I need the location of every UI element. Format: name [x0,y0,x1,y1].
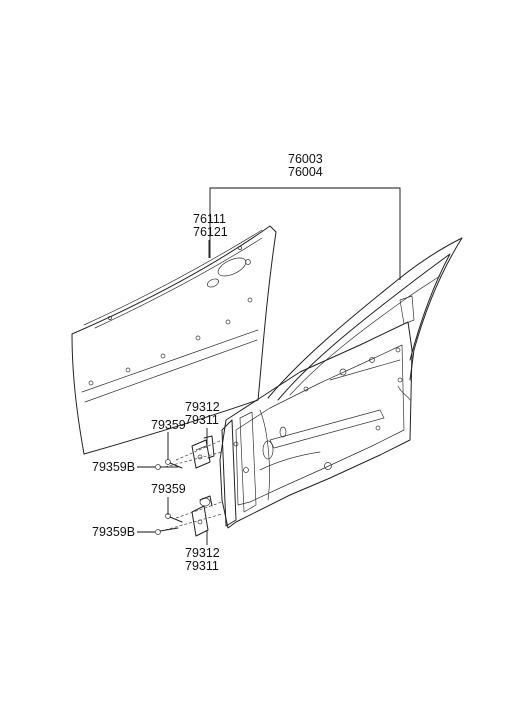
label-79359B-upper: 79359B [92,460,135,474]
label-76003: 76003 [288,152,323,166]
leader-lines [137,187,401,545]
upper-hinge-group [155,435,223,470]
label-79311-lower: 79311 [185,559,219,573]
label-79311-upper: 79311 [185,413,219,427]
label-79312-lower: 79312 [185,546,220,560]
label-76111: 76111 [193,212,226,226]
label-76004: 76004 [288,165,323,179]
outer-door-panel [71,225,277,455]
lower-hinge-group [155,495,223,537]
label-79359B-lower: 79359B [92,525,135,539]
label-76121: 76121 [193,225,228,239]
label-79312-upper: 79312 [185,400,220,414]
part-labels: 76003 76004 76111 76121 79312 79311 7935… [92,152,323,573]
door-frame-assembly [219,237,463,529]
label-79359-lower: 79359 [151,482,186,496]
label-79359-upper: 79359 [151,418,186,432]
